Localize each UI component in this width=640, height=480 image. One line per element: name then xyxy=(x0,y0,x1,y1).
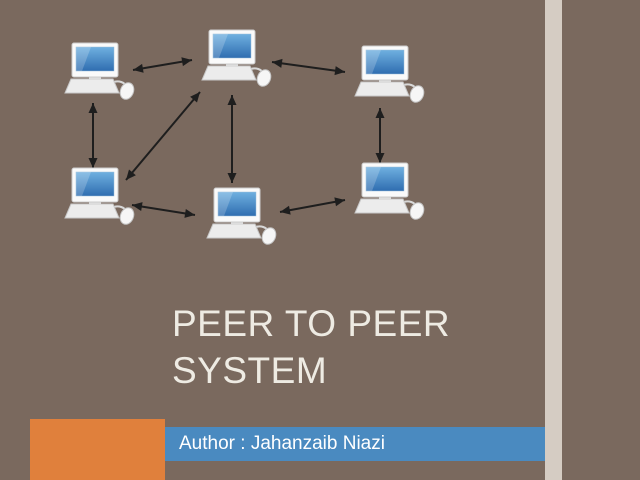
network-diagram xyxy=(64,29,425,245)
computer-icon xyxy=(206,187,277,245)
author-caption: Author : Jahanzaib Niazi xyxy=(179,433,385,454)
computer-icon xyxy=(64,42,135,100)
connection-arrow xyxy=(132,57,193,73)
connection-arrow xyxy=(279,197,346,215)
connection-arrow xyxy=(125,91,201,181)
slide-title: PEER TO PEER SYSTEM xyxy=(172,303,451,392)
connection-arrow xyxy=(271,58,346,76)
connection-arrow xyxy=(88,103,98,168)
connection-arrow xyxy=(131,202,196,218)
connection-arrow xyxy=(375,108,385,163)
computer-icon xyxy=(201,29,272,87)
orange-accent-block xyxy=(30,419,165,480)
caption-bar: Author : Jahanzaib Niazi xyxy=(165,427,545,461)
computer-icon xyxy=(354,162,425,220)
computer-icon xyxy=(354,45,425,103)
connection-arrow xyxy=(227,95,237,183)
computer-icon xyxy=(64,167,135,225)
right-accent-stripe xyxy=(545,0,562,480)
